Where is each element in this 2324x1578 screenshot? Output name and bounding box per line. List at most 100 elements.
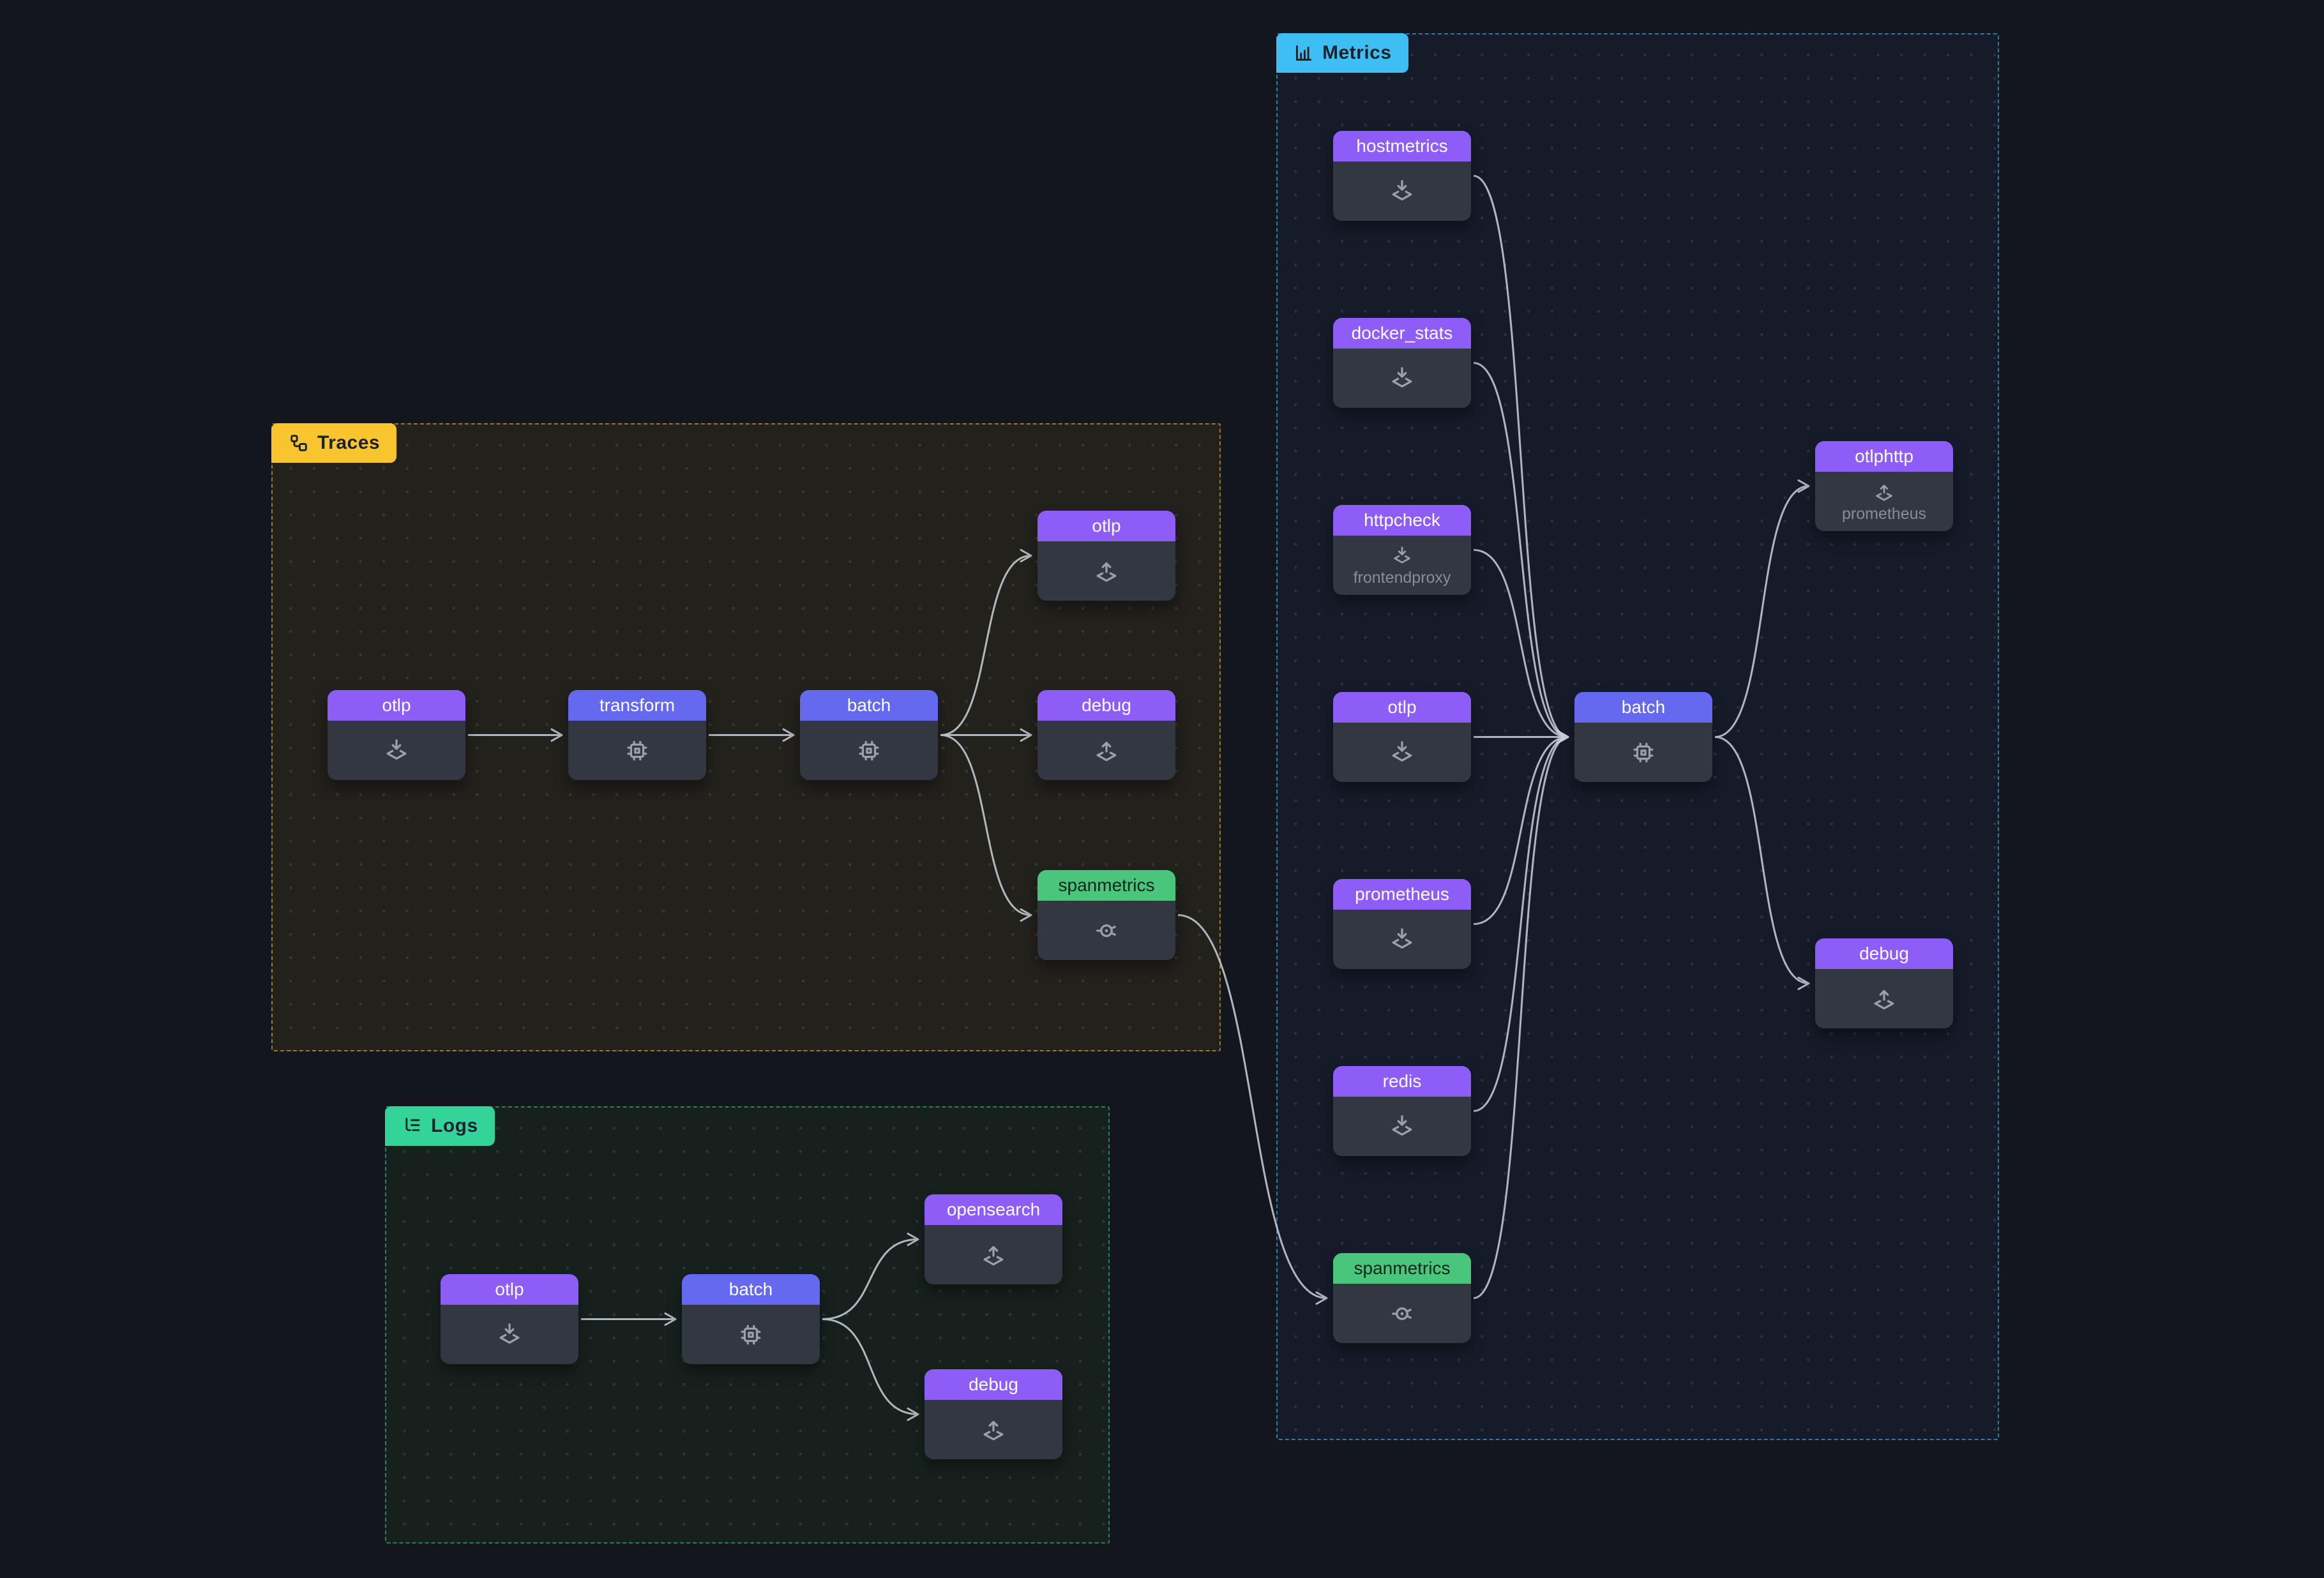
logs-badge: Logs xyxy=(385,1106,495,1146)
node-logs-batch[interactable]: batch xyxy=(682,1274,820,1364)
processor-icon xyxy=(736,1320,766,1349)
node-label: otlp xyxy=(495,1279,524,1299)
node-body xyxy=(1333,910,1471,969)
node-body xyxy=(924,1225,1062,1284)
node-label: batch xyxy=(728,1279,773,1299)
receiver-icon xyxy=(1387,1112,1417,1141)
node-header: spanmetrics xyxy=(1038,870,1175,901)
node-body xyxy=(1333,349,1471,408)
node-body xyxy=(441,1305,578,1364)
node-body xyxy=(1038,901,1175,960)
node-header: batch xyxy=(1574,692,1712,723)
node-label: debug xyxy=(1082,695,1131,715)
receiver-icon xyxy=(1387,925,1417,954)
node-label: otlp xyxy=(1092,516,1121,536)
node-label: prometheus xyxy=(1355,884,1449,904)
node-header: otlp xyxy=(328,690,465,721)
node-body xyxy=(1333,1097,1471,1156)
receiver-icon xyxy=(1390,544,1414,568)
node-body xyxy=(1815,969,1953,1028)
receiver-icon xyxy=(1387,177,1417,206)
node-header: otlp xyxy=(1333,692,1471,723)
metrics-badge-label: Metrics xyxy=(1322,42,1392,63)
node-label: debug xyxy=(1859,943,1909,963)
receiver-icon xyxy=(1387,364,1417,393)
node-traces-transform[interactable]: transform xyxy=(568,690,706,780)
processor-icon xyxy=(622,736,652,765)
node-body xyxy=(1333,723,1471,782)
node-traces-otlp[interactable]: otlp xyxy=(328,690,465,780)
node-label: httpcheck xyxy=(1364,510,1440,530)
node-traces-debug[interactable]: debug xyxy=(1038,690,1175,780)
logs-icon xyxy=(402,1115,423,1137)
node-sublabel: frontendproxy xyxy=(1353,568,1451,587)
node-label: redis xyxy=(1382,1071,1422,1091)
traces-icon xyxy=(288,432,310,454)
node-body xyxy=(800,721,938,780)
exporter-icon xyxy=(1869,984,1899,1014)
node-metrics-httpcheck[interactable]: httpcheck frontendproxy xyxy=(1333,505,1471,595)
node-body xyxy=(568,721,706,780)
node-metrics-spanmetrics[interactable]: spanmetrics xyxy=(1333,1253,1471,1343)
node-label: spanmetrics xyxy=(1058,875,1155,895)
logs-badge-label: Logs xyxy=(431,1115,478,1136)
node-header: transform xyxy=(568,690,706,721)
node-metrics-redis[interactable]: redis xyxy=(1333,1066,1471,1156)
receiver-icon xyxy=(382,736,411,765)
node-body xyxy=(1038,541,1175,601)
node-traces-spanmetrics[interactable]: spanmetrics xyxy=(1038,870,1175,960)
node-header: prometheus xyxy=(1333,879,1471,910)
node-metrics-hostmetrics[interactable]: hostmetrics xyxy=(1333,131,1471,221)
node-body xyxy=(1574,723,1712,782)
node-header: hostmetrics xyxy=(1333,131,1471,162)
node-label: opensearch xyxy=(946,1199,1041,1219)
node-label: docker_stats xyxy=(1351,323,1453,343)
processor-icon xyxy=(854,736,884,765)
node-logs-otlp[interactable]: otlp xyxy=(441,1274,578,1364)
processor-icon xyxy=(1629,738,1658,767)
node-header: otlp xyxy=(441,1274,578,1305)
node-body: frontendproxy xyxy=(1333,536,1471,595)
node-logs-debug[interactable]: debug xyxy=(924,1369,1062,1459)
node-header: httpcheck xyxy=(1333,505,1471,536)
node-header: debug xyxy=(1038,690,1175,721)
node-label: otlp xyxy=(382,695,411,715)
node-header: redis xyxy=(1333,1066,1471,1097)
node-traces-otlp-exp[interactable]: otlp xyxy=(1038,511,1175,601)
node-body xyxy=(1038,721,1175,780)
node-label: otlphttp xyxy=(1855,446,1913,466)
traces-badge-label: Traces xyxy=(317,432,381,453)
node-header: batch xyxy=(800,690,938,721)
node-body xyxy=(328,721,465,780)
node-body xyxy=(1333,1284,1471,1343)
node-metrics-docker_stats[interactable]: docker_stats xyxy=(1333,318,1471,408)
node-traces-batch[interactable]: batch xyxy=(800,690,938,780)
receiver-icon xyxy=(1387,738,1417,767)
node-metrics-prometheus[interactable]: prometheus xyxy=(1333,879,1471,969)
receiver-icon xyxy=(495,1320,524,1349)
connector-icon xyxy=(1387,1299,1417,1328)
node-label: debug xyxy=(969,1374,1018,1394)
node-sublabel: prometheus xyxy=(1841,504,1927,523)
node-metrics-debug[interactable]: debug xyxy=(1815,938,1953,1028)
node-label: batch xyxy=(1621,697,1666,717)
node-label: hostmetrics xyxy=(1356,136,1448,156)
exporter-icon xyxy=(1092,736,1121,765)
node-metrics-otlphttp[interactable]: otlphttp prometheus xyxy=(1815,441,1953,531)
node-body xyxy=(1333,162,1471,221)
node-logs-opensearch[interactable]: opensearch xyxy=(924,1194,1062,1284)
node-header: debug xyxy=(924,1369,1062,1400)
node-metrics-otlp[interactable]: otlp xyxy=(1333,692,1471,782)
node-header: opensearch xyxy=(924,1194,1062,1225)
metrics-badge: Metrics xyxy=(1276,33,1408,73)
node-label: batch xyxy=(847,695,891,715)
traces-badge: Traces xyxy=(271,423,397,463)
exporter-icon xyxy=(1092,557,1121,586)
exporter-icon xyxy=(979,1240,1008,1270)
node-label: otlp xyxy=(1387,697,1417,717)
node-body xyxy=(682,1305,820,1364)
node-metrics-batch[interactable]: batch xyxy=(1574,692,1712,782)
node-header: batch xyxy=(682,1274,820,1305)
